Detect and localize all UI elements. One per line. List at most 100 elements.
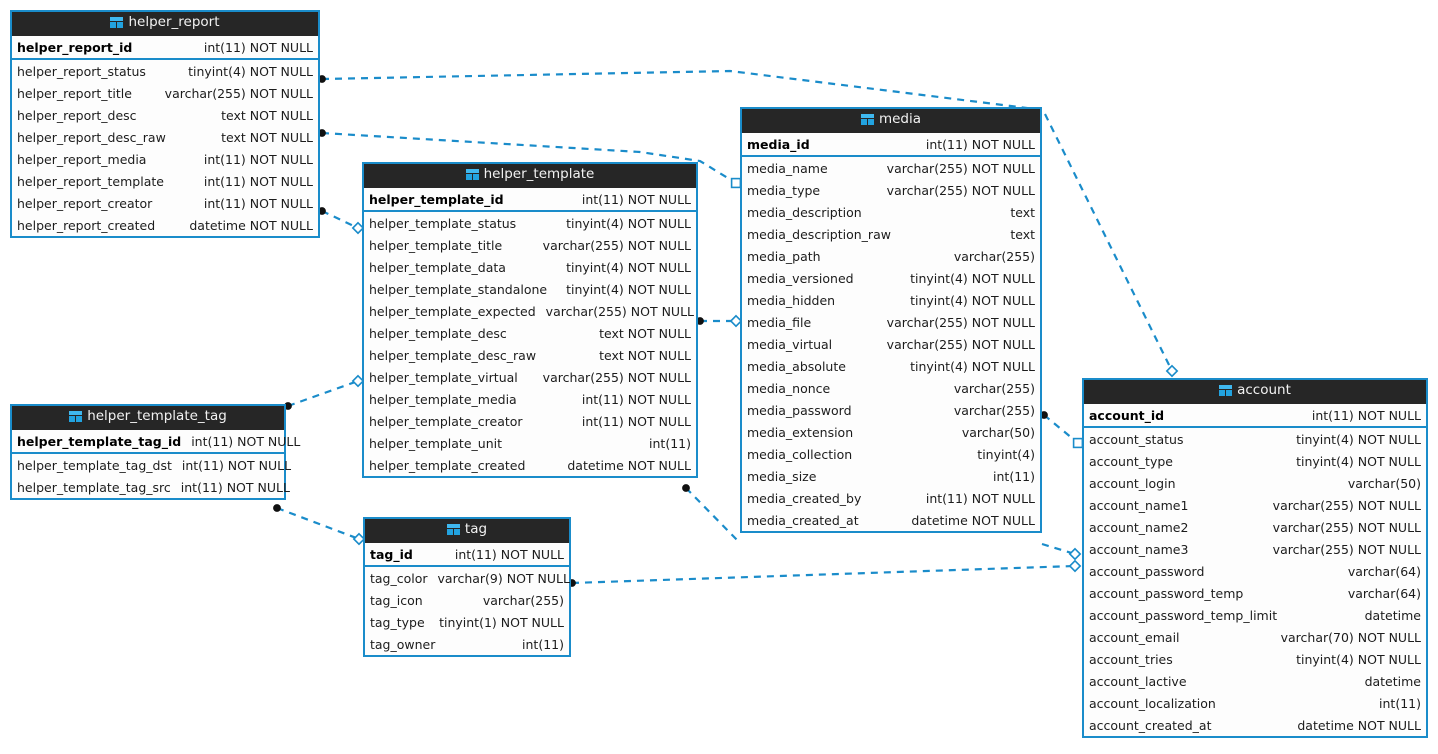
column-type: int(11) NOT NULL (581, 413, 691, 429)
column-name: account_lactive (1089, 673, 1187, 689)
column-name: media_created_at (747, 512, 859, 528)
table-header-account[interactable]: account (1084, 380, 1426, 404)
table-icon (69, 411, 83, 422)
column-type: tinyint(4) (977, 446, 1035, 462)
column-name: account_status (1089, 431, 1184, 447)
relation-rel-media-password-account[interactable] (1040, 411, 1084, 449)
table-title: media (878, 110, 922, 127)
table-header-tag[interactable]: tag (365, 519, 569, 543)
table-header-media[interactable]: media (742, 109, 1040, 133)
column-name: helper_template_media (369, 391, 517, 407)
relation-rel-templatetag-dst-template[interactable] (284, 374, 365, 410)
relation-rel-media-createdat-account[interactable] (1041, 542, 1082, 561)
relation-rel-tag-color-account[interactable] (568, 559, 1082, 587)
relation-rel-report-creator-template[interactable] (318, 207, 365, 235)
column-type: datetime (1364, 607, 1421, 623)
table-row[interactable]: account_status tinyint(4) NOT NULL (1084, 428, 1426, 450)
column-type: tinyint(4) NOT NULL (1296, 431, 1421, 447)
relation-rel-template-expected-media[interactable] (696, 314, 743, 328)
relation-rel-templatetag-src-tag[interactable] (273, 504, 366, 546)
column-name: account_password_temp (1089, 585, 1244, 601)
table-header-helper_template_tag[interactable]: helper_template_tag (12, 406, 284, 430)
table-header-helper_report[interactable]: helper_report (12, 12, 318, 36)
table-header-helper_template[interactable]: helper_template (364, 164, 696, 188)
column-type: int(11) NOT NULL (581, 191, 691, 207)
table-title: helper_template (483, 165, 595, 182)
relation-rel-template-created-media[interactable] (682, 484, 741, 544)
column-type: tinyint(4) NOT NULL (566, 281, 691, 297)
